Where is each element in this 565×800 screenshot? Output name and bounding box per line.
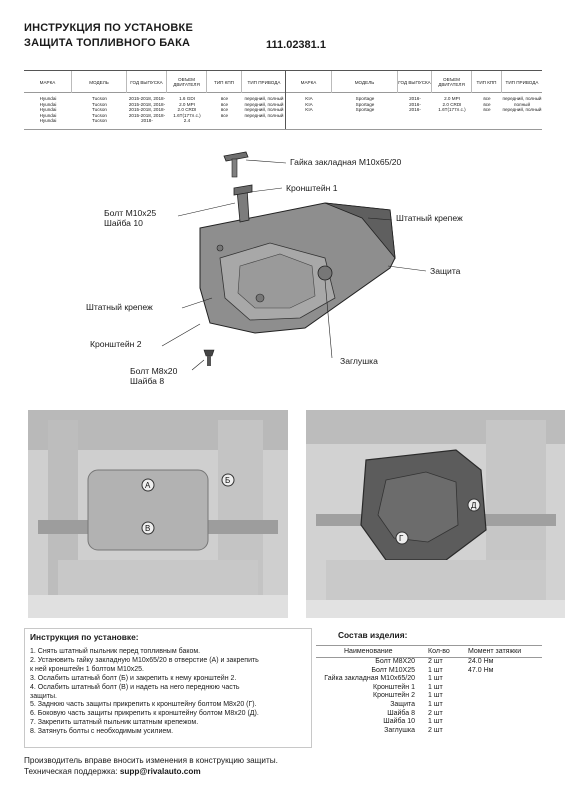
header-year: ГОД ВЫПУСКА <box>398 71 432 93</box>
callout-bolt-m8-line2: Шайба 8 <box>130 376 165 386</box>
column-model: Sportage Sportage Sportage <box>355 96 375 113</box>
instruction-step: 4. Ослабить штатный болт (В) и надеть на… <box>30 683 240 691</box>
compatibility-table-hyundai: МАРКА МОДЕЛЬ ГОД ВЫПУСКА ОБЪЕМ ДВИГАТЕЛЯ… <box>24 71 286 129</box>
instructions-title: Инструкция по установке: <box>30 632 139 642</box>
column-drive: передний, полный полный передний, полный <box>502 96 542 113</box>
header-year: ГОД ВЫПУСКА <box>127 71 167 93</box>
leader-lines <box>161 159 427 371</box>
support-label: Техническая поддержка: <box>24 767 118 776</box>
callout-shield: Защита <box>430 266 461 276</box>
compatibility-table: МАРКА МОДЕЛЬ ГОД ВЫПУСКА ОБЪЕМ ДВИГАТЕЛЯ… <box>24 70 542 130</box>
column-brand: Hyundai Hyundai Hyundai Hyundai Hyundai <box>39 96 57 124</box>
instructions-list: 1. Снять штатный пыльник перед топливным… <box>30 648 307 737</box>
header-model: МОДЕЛЬ <box>332 71 398 93</box>
parts-col-name: Наименование <box>344 648 393 655</box>
instruction-step: к ней кронштейн 1 болтом М10х25. <box>30 665 144 673</box>
column-drive: передний, полный передний, полный передн… <box>244 96 284 118</box>
column-engine: 2.0 MPI 2.0 CRDI 1.6T(177л.с.) <box>438 96 466 113</box>
photo-mark-b: Б <box>225 476 230 485</box>
instruction-step: 6. Боковую часть защиты прикрепить к кро… <box>30 710 259 718</box>
header-brand: МАРКА <box>286 71 332 93</box>
parts-title: Состав изделия: <box>338 630 408 640</box>
instruction-step: 7. Закрепить штатный пыльник штатным кре… <box>30 719 199 727</box>
footer-disclaimer: Производитель вправе вносить изменения в… <box>24 756 278 765</box>
photo-mark-g: Г <box>399 534 404 543</box>
column-model: Tucson Tucson Tucson Tucson Tucson <box>92 96 107 124</box>
instruction-step: 8. Затянуть болты с необходимым усилием. <box>30 728 174 736</box>
instruction-step: 3. Ослабить штатный болт (Б) и закрепить… <box>30 674 237 682</box>
parts-header: Наименование Кол-во Момент затяжки <box>316 645 542 658</box>
column-year: 2016- 2016- 2016- <box>409 96 421 113</box>
support-email[interactable]: supp@rivalauto.com <box>119 767 201 776</box>
callout-bracket-1: Кронштейн 1 <box>286 183 338 193</box>
instruction-step: 1. Снять штатный пыльник перед топливным… <box>30 648 201 655</box>
installation-instructions: Инструкция по установке: 1. Снять штатны… <box>24 628 312 748</box>
instruction-step: 5. Заднюю часть защиты прикрепить к крон… <box>30 701 257 709</box>
footer-support: Техническая поддержка: supp@rivalauto.co… <box>24 766 278 777</box>
column-year: 2015-2018, 2018- 2015-2018, 2018- 2015-2… <box>128 96 166 124</box>
parts-col-torque: Момент затяжки <box>468 648 522 655</box>
header-drive: ТИП ПРИВОДА <box>505 79 539 85</box>
parts-table: Наименование Кол-во Момент затяжки Болт … <box>316 645 542 735</box>
embedded-nut <box>223 151 249 178</box>
install-photo-after: Г Д <box>306 410 565 618</box>
bolt-m8 <box>203 349 215 366</box>
column-gearbox: все все все <box>483 96 491 113</box>
callout-bolt-m8: Болт М8х20 Шайба 8 <box>130 366 177 386</box>
callout-plug: Заглушка <box>340 356 378 366</box>
bracket-1 <box>233 184 253 223</box>
table-header-row: МАРКА МОДЕЛЬ ГОД ВЫПУСКА ОБЪЕМ ДВИГАТЕЛЯ… <box>24 71 285 93</box>
header-model: МОДЕЛЬ <box>72 71 127 93</box>
install-photo-before: А Б В <box>28 410 288 618</box>
header-gearbox: ТИП КПП <box>207 71 242 93</box>
instruction-step: защиты. <box>30 692 57 700</box>
header-brand: МАРКА <box>24 71 72 93</box>
photo-mark-a: А <box>145 481 151 490</box>
install-photo-before-image: А Б В <box>28 410 288 618</box>
callout-standard-mount-right: Штатный крепеж <box>396 213 463 223</box>
column-gearbox: все все все все <box>220 96 229 118</box>
column-engine: 1.6 GDI 2.0 MPI 2.0 CRDI 1.6T(177л.с.) 2… <box>173 96 201 124</box>
install-photo-after-image: Г Д <box>306 410 565 618</box>
callout-bolt-m8-line1: Болт М8х20 <box>130 366 178 376</box>
shield-plate <box>199 202 396 334</box>
table-header-row: МАРКА МОДЕЛЬ ГОД ВЫПУСКА ОБЪЕМ ДВИГАТЕЛЯ… <box>286 71 542 93</box>
callout-standard-mount-left: Штатный крепеж <box>86 302 153 312</box>
title-line-1: ИНСТРУКЦИЯ ПО УСТАНОВКЕ <box>24 22 193 34</box>
photo-mark-v: В <box>145 524 150 533</box>
photo-mark-d: Д <box>471 501 477 510</box>
callout-bracket-2: Кронштейн 2 <box>90 339 142 349</box>
callout-bolt-m10-line2: Шайба 10 <box>104 218 143 228</box>
header-gearbox: ТИП КПП <box>472 71 502 93</box>
callout-nut: Гайка закладная М10х65/20 <box>290 157 402 167</box>
column-brand: KIA KIA KIA <box>305 96 313 113</box>
header-engine: ОБЪЕМ ДВИГАТЕЛЯ <box>432 71 472 93</box>
article-number: 111.02381.1 <box>266 39 326 51</box>
header-drive: ТИП ПРИВОДА <box>247 79 281 85</box>
callout-bolt-m10: Болт М10х25 Шайба 10 <box>104 208 156 228</box>
parts-col-qty: Кол-во <box>428 648 450 655</box>
title-line-2: ЗАЩИТА ТОПЛИВНОГО БАКА <box>24 37 191 49</box>
callout-bolt-m10-line1: Болт М10х25 <box>104 208 157 218</box>
header-engine: ОБЪЕМ ДВИГАТЕЛЯ <box>167 71 207 93</box>
exploded-assembly-diagram <box>161 151 427 371</box>
document-title: ИНСТРУКЦИЯ ПО УСТАНОВКЕ ЗАЩИТА ТОПЛИВНОГ… <box>24 22 193 49</box>
plug-hole <box>317 265 333 281</box>
footer: Производитель вправе вносить изменения в… <box>24 755 278 777</box>
instruction-step: 2. Установить гайку закладную М10х65/20 … <box>30 656 259 664</box>
compatibility-table-kia: МАРКА МОДЕЛЬ ГОД ВЫПУСКА ОБЪЕМ ДВИГАТЕЛЯ… <box>286 71 542 129</box>
